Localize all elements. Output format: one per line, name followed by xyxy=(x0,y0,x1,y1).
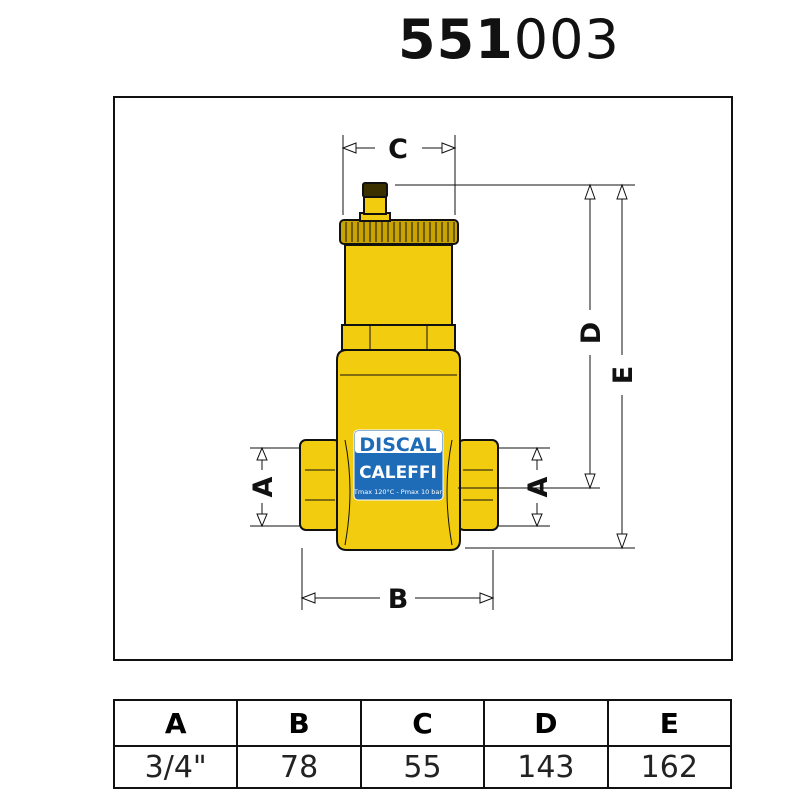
dimension-d-label: D xyxy=(576,322,607,344)
dimension-b-label: B xyxy=(388,584,409,615)
table-row: 3/4" 78 55 143 162 xyxy=(112,745,733,789)
title-regular: 003 xyxy=(513,8,620,71)
table-header-row: A B C D E xyxy=(112,699,733,747)
value-b: 78 xyxy=(236,745,362,789)
upper-body xyxy=(344,244,453,326)
label-caleffi: CALEFFI xyxy=(359,463,437,483)
dimension-e-label: E xyxy=(608,366,639,384)
hex-nut xyxy=(341,324,456,351)
label-specs: Tmax 120°C - Pmax 10 bar xyxy=(353,488,442,496)
vent-stem xyxy=(363,195,387,215)
header-a: A xyxy=(112,699,239,747)
right-port xyxy=(457,439,499,531)
header-d: D xyxy=(483,699,609,747)
header-b: B xyxy=(236,699,362,747)
dimensions-table: A B C D E 3/4" 78 55 143 162 xyxy=(112,699,733,789)
label-discal: DISCAL xyxy=(359,434,436,456)
value-a: 3/4" xyxy=(112,745,239,789)
vent-cap xyxy=(362,182,388,198)
product-label: DISCAL CALEFFI Tmax 120°C - Pmax 10 bar xyxy=(353,429,444,501)
dimension-a-left-label: A xyxy=(248,476,279,497)
value-d: 143 xyxy=(483,745,609,789)
left-port xyxy=(299,439,341,531)
header-e: E xyxy=(606,699,733,747)
technical-drawing: DISCAL CALEFFI Tmax 120°C - Pmax 10 bar xyxy=(113,96,733,661)
title-bold: 551 xyxy=(398,8,514,71)
value-e: 162 xyxy=(606,745,733,789)
product-code-title: 551003 xyxy=(398,8,620,71)
dimension-a-right-label: A xyxy=(523,476,554,497)
header-c: C xyxy=(359,699,486,747)
dimension-lines xyxy=(250,135,635,610)
value-c: 55 xyxy=(359,745,486,789)
dimension-c-label: C xyxy=(388,134,408,165)
